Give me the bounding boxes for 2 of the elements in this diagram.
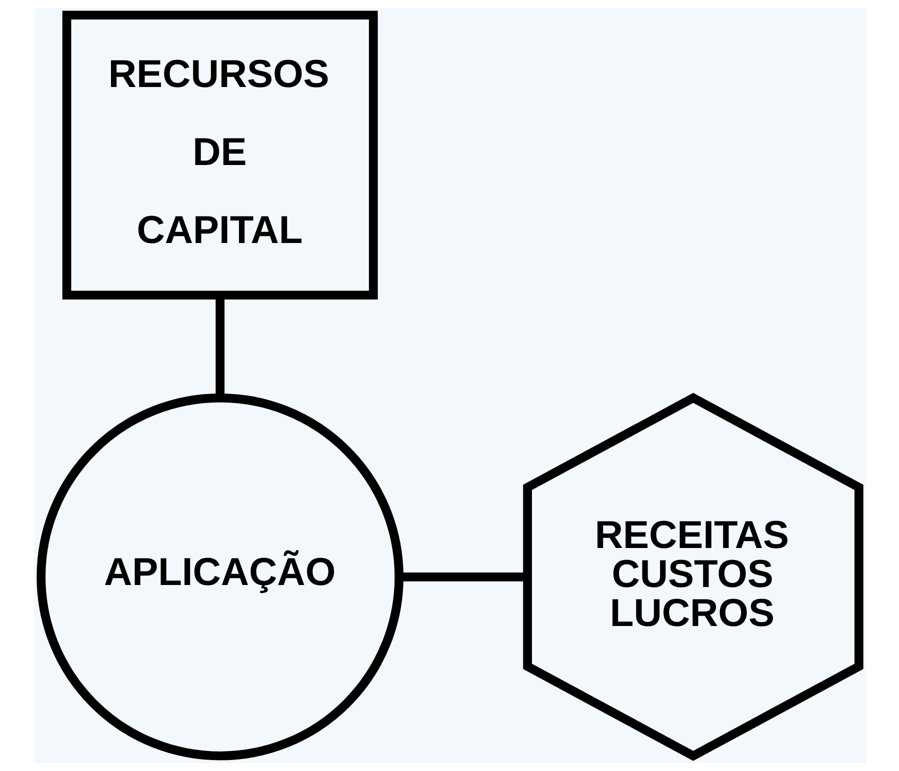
node-box: RECURSOS DE CAPITAL bbox=[62, 10, 378, 300]
node-circle: APLICAÇÃO bbox=[36, 393, 403, 760]
